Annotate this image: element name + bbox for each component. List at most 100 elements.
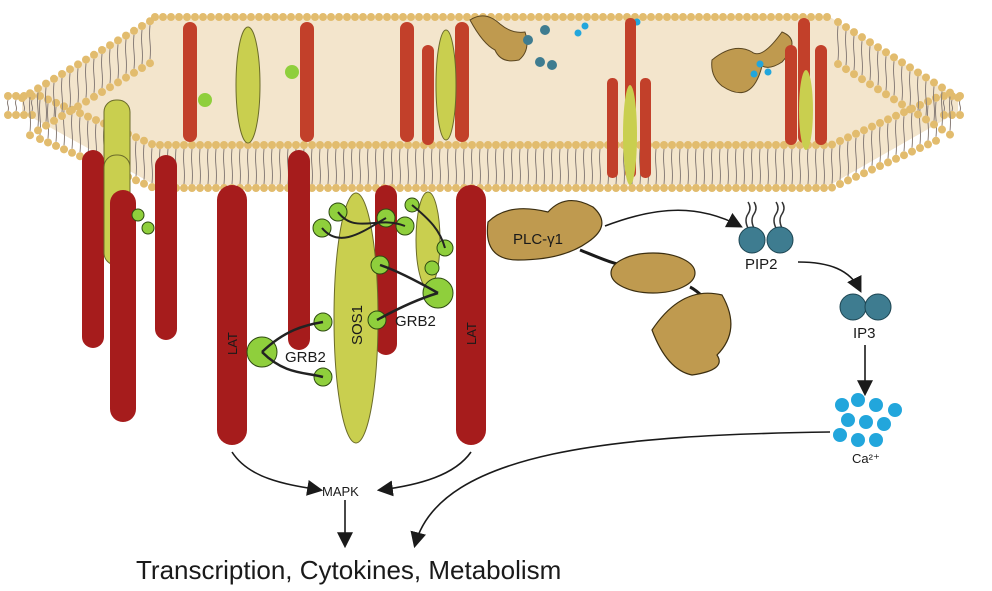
- membrane-adapter-1: [235, 26, 261, 144]
- lipid-head: [828, 183, 836, 192]
- lipid-head: [12, 111, 20, 119]
- lipid-head: [842, 65, 850, 74]
- lipid-head: [615, 13, 623, 21]
- lipid-tail: [814, 148, 818, 185]
- lipid-head: [743, 13, 751, 21]
- lipid-head: [668, 184, 676, 192]
- lipid-head: [375, 13, 383, 21]
- lipid-tail: [662, 148, 666, 185]
- lipid-head: [748, 184, 756, 192]
- lipid-head: [724, 184, 732, 192]
- lipid-head: [164, 141, 172, 149]
- lipid-tail: [182, 148, 186, 185]
- calcium-ions: [833, 393, 902, 447]
- lipid-tail: [438, 148, 442, 185]
- lipid-tail: [142, 144, 146, 180]
- calcium-label: Ca²⁺: [852, 451, 880, 466]
- lipid-head: [204, 141, 212, 149]
- lipid-head: [191, 13, 199, 21]
- lipid-head: [50, 116, 58, 125]
- lipid-head: [764, 184, 772, 192]
- membrane-grb2-1: [198, 93, 212, 107]
- lipid-head: [319, 13, 327, 21]
- lipid-head: [380, 141, 388, 149]
- lipid-head: [671, 13, 679, 21]
- lipid-head: [244, 141, 252, 149]
- lipid-head: [268, 184, 276, 192]
- lipid-tail: [326, 148, 330, 185]
- lipid-head: [815, 13, 823, 21]
- lipid-head: [175, 13, 183, 21]
- arrow-plc-to-pip2: [604, 209, 743, 228]
- lipid-tail: [836, 25, 840, 61]
- lipid-tail: [510, 148, 514, 185]
- lipid-head: [140, 179, 148, 188]
- lipid-head: [252, 141, 260, 149]
- lipid-tail: [782, 148, 786, 185]
- lipid-head: [535, 13, 543, 21]
- lipid-head: [890, 95, 898, 104]
- lipid-head: [588, 141, 596, 149]
- lipid-head: [500, 141, 508, 149]
- lipid-head: [876, 162, 884, 170]
- lipid-head: [122, 73, 130, 82]
- lipid-head: [180, 184, 188, 192]
- lipid-head: [828, 140, 836, 149]
- lipid-head: [343, 13, 351, 21]
- lipid-head: [42, 121, 50, 130]
- lipid-head: [751, 13, 759, 21]
- lipid-head: [391, 13, 399, 21]
- lipid-tail: [150, 148, 154, 184]
- lipid-head: [404, 141, 412, 149]
- lipid-head: [508, 141, 516, 149]
- pathway-arrows: [231, 209, 873, 549]
- lipid-tail: [598, 148, 602, 185]
- lipid-tail: [894, 119, 898, 155]
- membrane-grb2-2: [285, 65, 299, 79]
- membrane-lat-9: [785, 45, 797, 145]
- lipid-head: [287, 13, 295, 21]
- grb2-right-label: GRB2: [395, 313, 436, 330]
- membrane-lipid-layer: [4, 13, 964, 192]
- plc-label: PLC-γ1: [513, 231, 563, 248]
- lipid-head: [263, 13, 271, 21]
- lipid-head: [727, 13, 735, 21]
- lipid-head: [492, 184, 500, 192]
- lat-bar-7: [456, 185, 486, 445]
- lipid-head: [295, 13, 303, 21]
- outcome-label: Transcription, Cytokines, Metabolism: [136, 555, 561, 585]
- lipid-head: [114, 36, 122, 45]
- lipid-tail: [52, 82, 56, 117]
- lipid-head: [775, 13, 783, 21]
- membrane-lat-6: [607, 78, 618, 178]
- lipid-tail: [76, 68, 80, 103]
- lipid-head: [711, 13, 719, 21]
- membrane-proteins: [103, 15, 827, 191]
- membrane-lat-4: [422, 45, 434, 145]
- lipid-tail: [582, 148, 586, 185]
- lipid-tail: [486, 148, 490, 185]
- lipid-head: [247, 13, 255, 21]
- lipid-head: [44, 138, 52, 147]
- lipid-tail: [822, 148, 826, 185]
- lipid-tail: [68, 73, 72, 108]
- lipid-head: [946, 88, 954, 97]
- lipid-head: [842, 23, 850, 32]
- lipid-head: [820, 184, 828, 192]
- lipid-head: [551, 13, 559, 21]
- lipid-head: [132, 133, 140, 142]
- lipid-head: [52, 98, 60, 107]
- lipid-head: [140, 136, 148, 145]
- lipid-head: [759, 13, 767, 21]
- lipid-head: [892, 154, 900, 163]
- lipid-head: [796, 184, 804, 192]
- lipid-head: [236, 141, 244, 149]
- lipid-tail: [908, 71, 912, 106]
- lipid-head: [890, 53, 898, 62]
- lipid-tail: [116, 44, 120, 79]
- arrow-pip2-to-ip3: [797, 261, 862, 293]
- lipid-tail: [718, 148, 722, 185]
- lipid-head: [58, 112, 66, 120]
- lipid-head: [348, 184, 356, 192]
- lipid-tail: [742, 148, 746, 185]
